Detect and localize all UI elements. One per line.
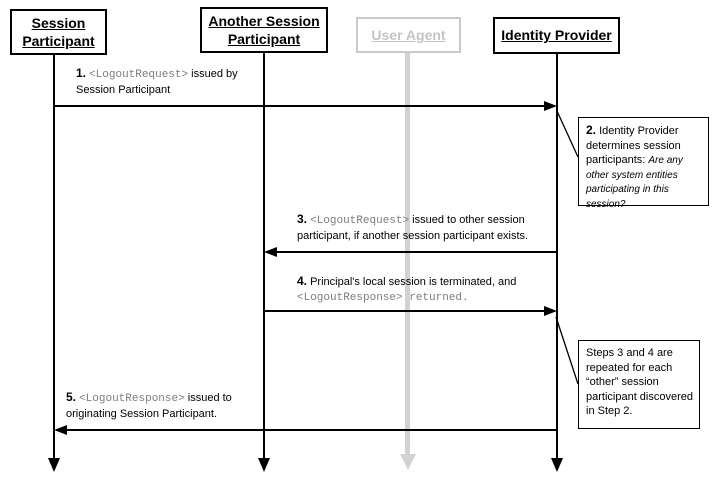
message-text: issued to other session: [412, 214, 525, 226]
note-text: Steps 3 and 4 are repeated for each “oth…: [586, 347, 694, 418]
logout-request-tag: <LogoutRequest>: [310, 215, 410, 227]
message-arrow-4: [264, 310, 545, 312]
lifeline-session-participant: [53, 55, 55, 458]
message-text: participant, if another session particip…: [297, 229, 529, 242]
step-number: 5.: [66, 390, 77, 404]
logout-response-tag: <LogoutResponse> returned.: [297, 291, 469, 304]
message-label-4: 4. Principal's local session is terminat…: [297, 274, 516, 305]
message-arrow-3: [275, 251, 557, 253]
note-steps-3-4: Steps 3 and 4 are repeated for each “oth…: [578, 340, 700, 429]
note-question-text: Are any other system entities participat…: [586, 155, 683, 210]
lifeline-identity-provider: [556, 54, 558, 458]
message-text: originating Session Participant.: [66, 407, 218, 420]
participant-label: User Agent: [371, 26, 446, 43]
participant-label: Session Participant: [22, 14, 95, 49]
step-number: 3.: [297, 212, 308, 226]
message-text: Session Participant: [76, 83, 171, 96]
lifeline-end-arrow-icon: [48, 458, 60, 472]
step-number: 4.: [297, 274, 308, 288]
lifeline-user-agent: [405, 53, 410, 454]
participant-box-another-session-participant: Another Session Participant: [200, 7, 328, 53]
lifeline-end-arrow-icon: [258, 458, 270, 472]
participant-label: Identity Provider: [501, 27, 612, 44]
logout-response-tag: <LogoutResponse>: [79, 393, 185, 405]
lifeline-end-arrow-icon: [400, 454, 416, 470]
arrowhead-left-icon: [264, 247, 277, 257]
arrowhead-right-icon: [544, 306, 557, 316]
message-text: issued by: [191, 68, 238, 80]
arrowhead-left-icon: [54, 425, 67, 435]
participant-box-identity-provider: Identity Provider: [493, 17, 620, 54]
step-number: 2.: [586, 123, 597, 137]
message-label-3: 3. <LogoutRequest> issued to other sessi…: [297, 212, 528, 243]
message-label-1: 1. <LogoutRequest> issued by Session Par…: [76, 66, 238, 97]
message-text: Principal's local session is terminated,…: [310, 276, 517, 288]
participant-box-user-agent: User Agent: [356, 17, 461, 53]
participant-box-session-participant: Session Participant: [10, 9, 107, 55]
message-arrow-1: [54, 105, 545, 107]
step-number: 1.: [76, 66, 87, 80]
message-arrow-5: [65, 429, 557, 431]
note-text: Identity Provider determines session par…: [586, 125, 681, 167]
arrowhead-right-icon: [544, 101, 557, 111]
note-step-2: 2. Identity Provider determines session …: [578, 117, 709, 210]
message-label-5: 5. <LogoutResponse> issued to originatin…: [66, 390, 232, 421]
lifeline-end-arrow-icon: [551, 458, 563, 472]
message-text: issued to: [187, 392, 232, 404]
participant-label: Another Session Participant: [208, 12, 320, 47]
logout-request-tag: <LogoutRequest>: [89, 69, 189, 81]
